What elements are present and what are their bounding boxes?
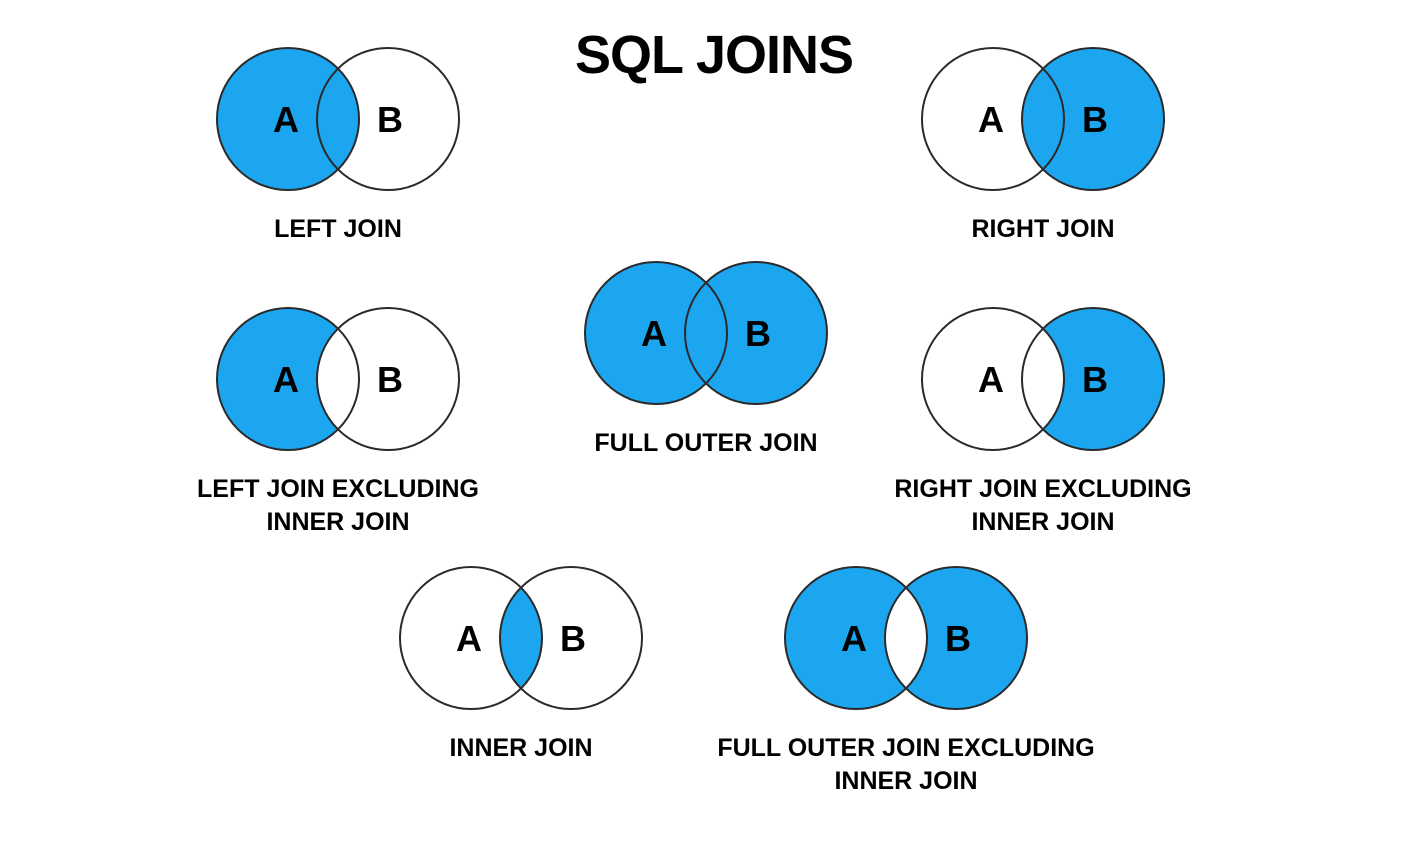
set-a-letter: A	[978, 359, 1004, 400]
circle-a-outline	[399, 566, 543, 710]
region-intersection-inner-join	[500, 587, 542, 689]
region-b-right-join-excluding-inner-join	[1022, 308, 1164, 450]
region-intersection-right-join	[1022, 68, 1064, 170]
set-a-letter: A	[841, 618, 867, 659]
set-a-letter: A	[641, 313, 667, 354]
set-b-letter: B	[377, 99, 403, 140]
venn-label-line: INNER JOIN	[834, 767, 978, 795]
venn-label-left-join: LEFT JOIN	[128, 213, 548, 246]
set-a-letter: A	[273, 359, 299, 400]
region-b-right-join	[1022, 48, 1164, 190]
venn-label-line: LEFT JOIN EXCLUDING	[197, 475, 479, 503]
region-intersection-left-join-excluding-inner-join	[317, 328, 359, 430]
circle-a-outline	[584, 261, 728, 405]
venn-label-inner-join: INNER JOIN	[311, 732, 731, 765]
venn-label-line: FULL OUTER JOIN EXCLUDING	[717, 734, 1095, 762]
circle-b-outline	[1021, 47, 1165, 191]
circle-b-outline	[316, 47, 460, 191]
venn-label-line: FULL OUTER JOIN	[594, 429, 818, 457]
set-b-letter: B	[1082, 99, 1108, 140]
set-b-letter: B	[377, 359, 403, 400]
venn-label-line: INNER JOIN	[266, 508, 410, 536]
venn-label-line: RIGHT JOIN	[971, 215, 1115, 243]
region-a-full-outer-join	[585, 262, 727, 404]
set-b-letter: B	[745, 313, 771, 354]
region-intersection-left-join	[317, 68, 359, 170]
set-b-letter: B	[945, 618, 971, 659]
venn-label-right-join: RIGHT JOIN	[833, 213, 1253, 246]
region-intersection-right-join-excluding-inner-join	[1022, 328, 1064, 430]
region-b-left-join-excluding-inner-join	[317, 308, 459, 450]
region-b-full-outer-join-excluding-inner-join	[885, 567, 1027, 709]
venn-label-full-outer-join: FULL OUTER JOIN	[496, 427, 916, 460]
circle-a-outline	[216, 307, 360, 451]
circle-b-outline	[499, 566, 643, 710]
circle-a-outline	[921, 47, 1065, 191]
circle-b-outline	[684, 261, 828, 405]
venn-label-left-join-excluding-inner-join: LEFT JOIN EXCLUDING INNER JOIN	[128, 473, 548, 539]
page-title: SQL JOINS	[574, 25, 854, 85]
region-b-inner-join	[500, 567, 642, 709]
set-b-letter: B	[1082, 359, 1108, 400]
circle-b-outline	[1021, 307, 1165, 451]
region-a-left-join-excluding-inner-join	[217, 308, 359, 450]
venn-label-line: INNER JOIN	[449, 734, 593, 762]
set-b-letter: B	[560, 618, 586, 659]
region-a-inner-join	[400, 567, 542, 709]
region-b-full-outer-join	[685, 262, 827, 404]
region-a-left-join	[217, 48, 359, 190]
region-a-right-join-excluding-inner-join	[922, 308, 1064, 450]
circle-a-outline	[784, 566, 928, 710]
venn-label-right-join-excluding-inner-join: RIGHT JOIN EXCLUDING INNER JOIN	[833, 473, 1253, 539]
venn-label-line: RIGHT JOIN EXCLUDING	[894, 475, 1192, 503]
region-b-left-join	[317, 48, 459, 190]
venn-label-full-outer-join-excluding-inner-join: FULL OUTER JOIN EXCLUDING INNER JOIN	[696, 732, 1116, 798]
region-a-right-join	[922, 48, 1064, 190]
set-a-letter: A	[273, 99, 299, 140]
venn-label-line: LEFT JOIN	[274, 215, 402, 243]
circle-a-outline	[216, 47, 360, 191]
circle-b-outline	[884, 566, 1028, 710]
set-a-letter: A	[456, 618, 482, 659]
set-a-letter: A	[978, 99, 1004, 140]
venn-label-line: INNER JOIN	[971, 508, 1115, 536]
region-a-full-outer-join-excluding-inner-join	[785, 567, 927, 709]
region-intersection-full-outer-join-excluding-inner-join	[885, 587, 927, 689]
circle-a-outline	[921, 307, 1065, 451]
circle-b-outline	[316, 307, 460, 451]
region-intersection-full-outer-join	[685, 282, 727, 384]
